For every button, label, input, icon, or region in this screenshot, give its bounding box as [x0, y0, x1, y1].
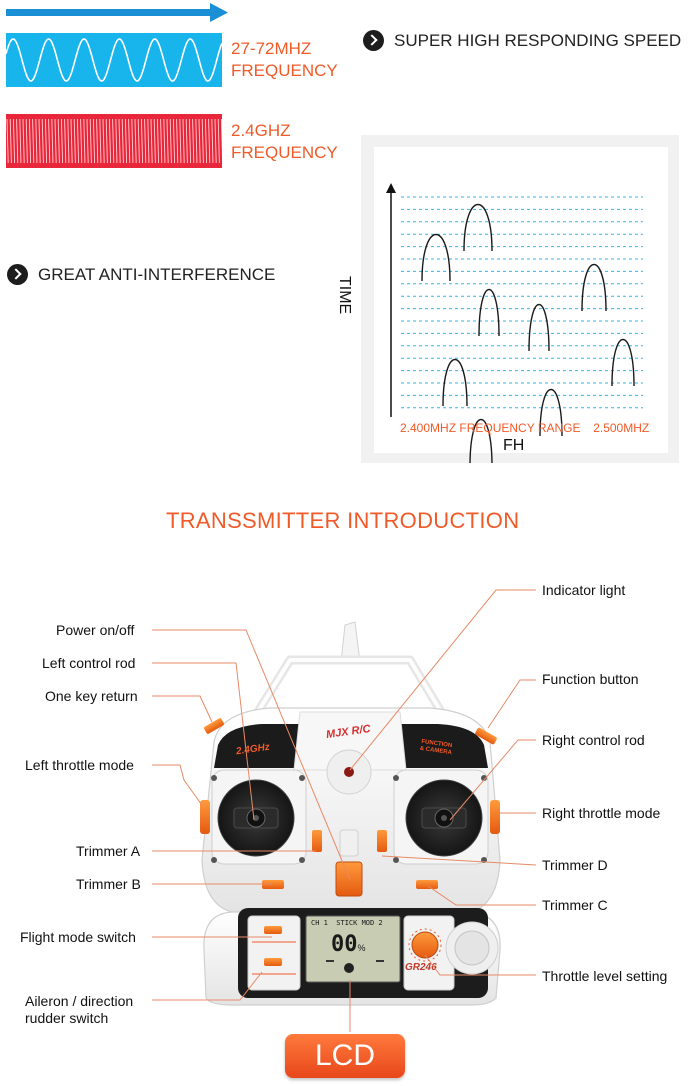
- right-throttle-switch: [490, 800, 500, 834]
- left-throttle-switch: [200, 800, 210, 834]
- label-left-rod: Left control rod: [42, 655, 136, 671]
- lcd-readout: 00%: [331, 932, 366, 957]
- time-axis: [386, 183, 396, 417]
- lcd-value: 00: [331, 932, 358, 957]
- high-band-value: 2.4GHZ: [231, 121, 291, 140]
- low-frequency-wave-graphic: [6, 33, 222, 87]
- flight-mode-switch: [264, 926, 282, 934]
- time-slot-gridlines: [401, 196, 643, 409]
- power-switch: [335, 861, 363, 897]
- high-frequency-wave-graphic: [6, 114, 222, 168]
- function-button: [475, 727, 497, 745]
- feature-anti-interference: GREAT ANTI-INTERFERENCE: [7, 264, 275, 285]
- chevron-right-icon: [363, 30, 384, 51]
- hopping-chart-graphic: [386, 183, 643, 463]
- label-trimmer-d: Trimmer D: [542, 857, 608, 873]
- feature-speed: SUPER HIGH RESPONDING SPEED: [363, 30, 681, 51]
- range-start: 2.400MHZ: [400, 421, 457, 435]
- label-function-button: Function button: [542, 671, 639, 687]
- aileron-rudder-switch: [264, 958, 282, 966]
- label-trimmer-c: Trimmer C: [542, 897, 608, 913]
- feature-anti-interference-text: GREAT ANTI-INTERFERENCE: [38, 264, 276, 284]
- label-aileron-line1: Aileron / direction: [25, 993, 134, 1009]
- lcd-header-text: CH 1 STICK MOD 2: [311, 919, 383, 927]
- label-aileron: Aileron / direction rudder switch: [25, 993, 133, 1027]
- label-flight-mode: Flight mode switch: [20, 929, 136, 945]
- feature-speed-text: SUPER HIGH RESPONDING SPEED: [394, 30, 682, 50]
- lcd-unit: %: [357, 943, 366, 953]
- signal-direction-arrow: [6, 3, 228, 22]
- indicator-light-led: [344, 767, 354, 777]
- low-band-suffix: FREQUENCY: [231, 61, 338, 80]
- range-end: 2.500MHZ: [593, 421, 650, 435]
- label-one-key-return: One key return: [45, 688, 138, 704]
- label-aileron-line2: rudder switch: [25, 1010, 109, 1026]
- label-throttle-level: Throttle level setting: [542, 968, 668, 984]
- chevron-right-icon: [7, 264, 28, 285]
- trimmer-c-slider: [416, 880, 438, 889]
- trimmer-b-slider: [262, 880, 284, 889]
- range-label: FREQUENCY RANGE: [459, 421, 581, 435]
- lcd-callout-button: LCD: [285, 1034, 405, 1078]
- one-key-return-button: [204, 718, 224, 734]
- label-right-throttle: Right throttle mode: [542, 805, 661, 821]
- high-frequency-label: 2.4GHZ FREQUENCY: [231, 120, 338, 164]
- high-band-suffix: FREQUENCY: [231, 143, 338, 162]
- label-left-throttle: Left throttle mode: [25, 757, 134, 773]
- label-indicator-light: Indicator light: [542, 582, 626, 598]
- label-power: Power on/off: [56, 622, 135, 638]
- low-frequency-label: 27-72MHZ FREQUENCY: [231, 38, 338, 82]
- model-badge: GR246: [405, 962, 437, 973]
- label-trimmer-b: Trimmer B: [76, 876, 141, 892]
- label-right-rod: Right control rod: [542, 732, 645, 748]
- trimmer-a-slider: [312, 830, 322, 852]
- frequency-range-line: 2.400MHZ FREQUENCY RANGE 2.500MHZ: [400, 421, 649, 435]
- trimmer-d-slider: [377, 830, 387, 852]
- lcd-screen: [305, 915, 401, 983]
- section-title: TRANSSMITTER INTRODUCTION: [166, 508, 520, 533]
- hop-peaks: [421, 204, 635, 463]
- throttle-level-dial: [411, 931, 439, 959]
- hopping-chart-plot: [374, 147, 668, 453]
- label-trimmer-a: Trimmer A: [76, 843, 141, 859]
- low-band-value: 27-72MHZ: [231, 39, 312, 58]
- frequency-axis-label: FH: [503, 437, 525, 454]
